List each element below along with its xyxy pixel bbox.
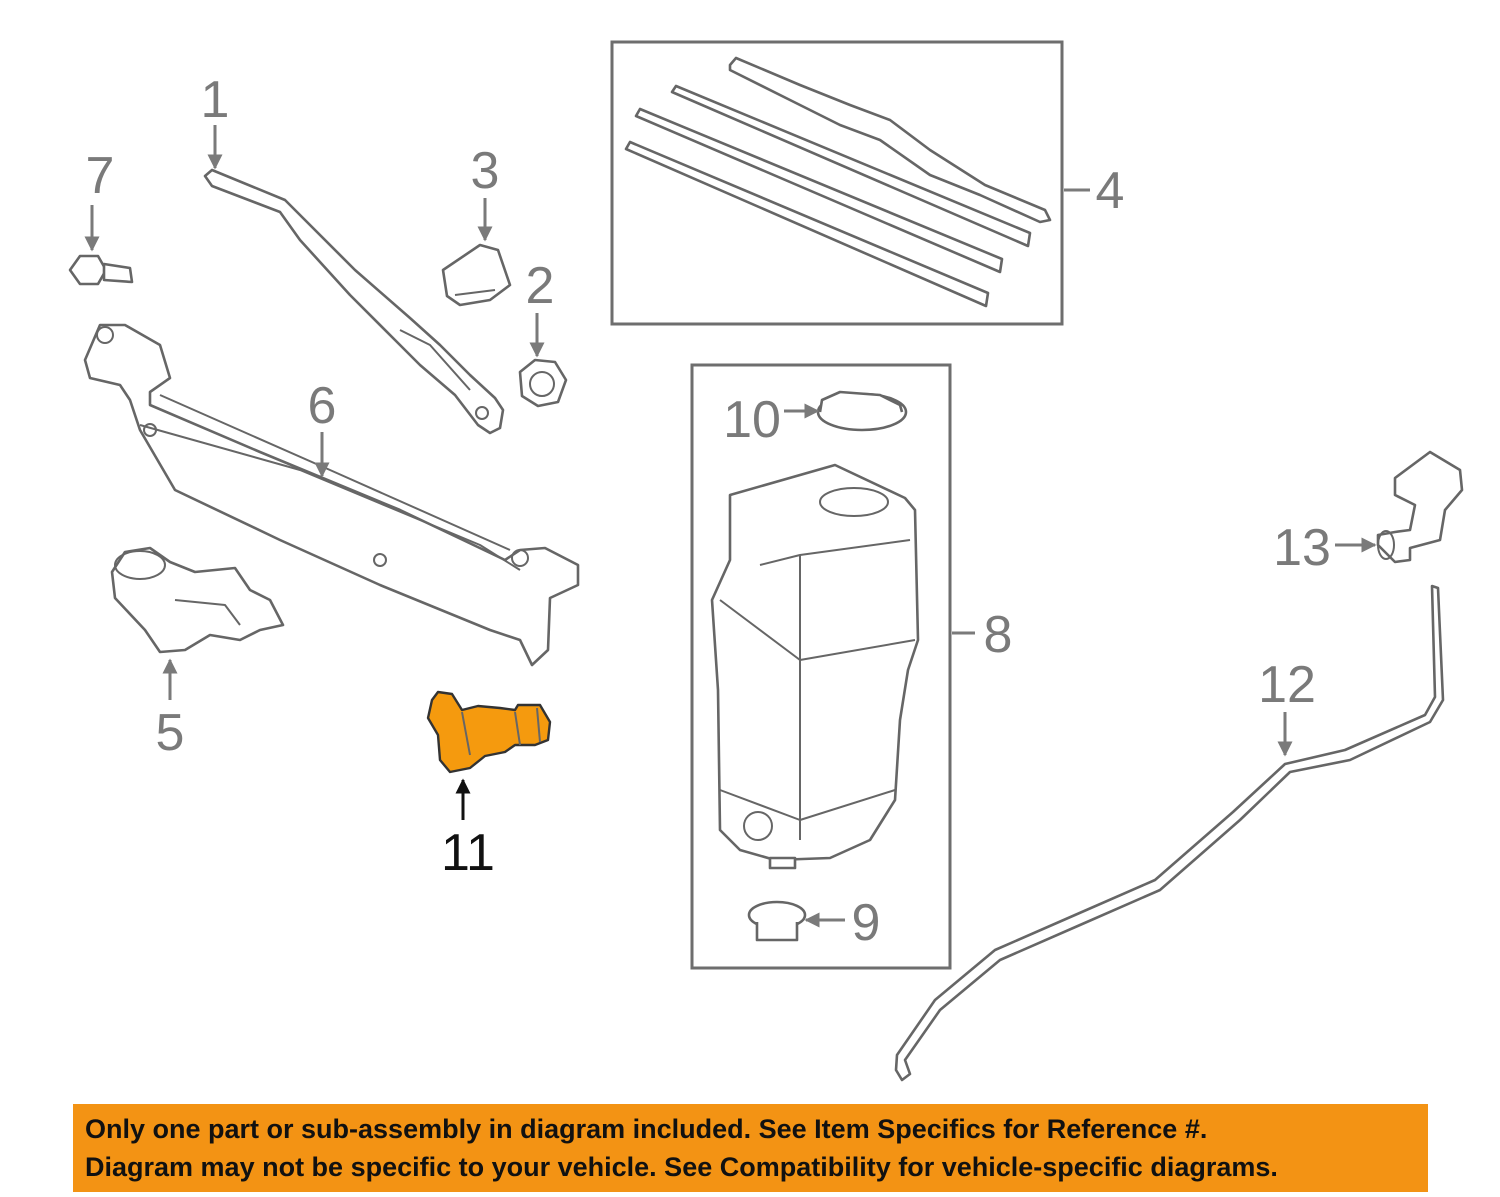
reservoir-cap-part — [816, 390, 908, 432]
callout-6: 6 — [308, 377, 337, 435]
wiper-motor-part — [110, 546, 285, 654]
callout-4: 4 — [1096, 162, 1125, 220]
disclaimer-line-1: Only one part or sub-assembly in diagram… — [85, 1114, 1208, 1144]
callout-3: 3 — [471, 142, 500, 200]
callout-1: 1 — [201, 71, 230, 129]
parts-diagram: 1 2 3 4 7 6 — [68, 40, 1464, 1082]
callout-9: 9 — [852, 894, 881, 952]
callout-7: 7 — [86, 147, 115, 205]
callout-2: 2 — [526, 257, 555, 315]
washer-reservoir-assembly — [690, 363, 952, 970]
callout-11: 11 — [441, 824, 495, 882]
nut-part — [518, 358, 568, 408]
callout-10: 10 — [723, 391, 781, 449]
callout-13: 13 — [1273, 519, 1331, 577]
disclaimer-line-2: Diagram may not be specific to your vehi… — [85, 1152, 1278, 1182]
callout-12: 12 — [1258, 656, 1316, 714]
wiper-blade-assembly — [610, 40, 1064, 326]
washer-nozzle-part — [1376, 450, 1464, 564]
washer-pump-part — [426, 690, 552, 774]
callout-8: 8 — [984, 606, 1013, 664]
washer-hose-part — [894, 584, 1445, 1082]
bolt-part — [68, 254, 134, 286]
cap-part — [441, 243, 512, 307]
disclaimer-banner: Only one part or sub-assembly in diagram… — [73, 1104, 1428, 1192]
wiper-arm-part — [203, 168, 505, 435]
callout-5: 5 — [156, 704, 185, 762]
grommet-part — [747, 900, 807, 942]
wiper-linkage-part — [83, 323, 580, 667]
